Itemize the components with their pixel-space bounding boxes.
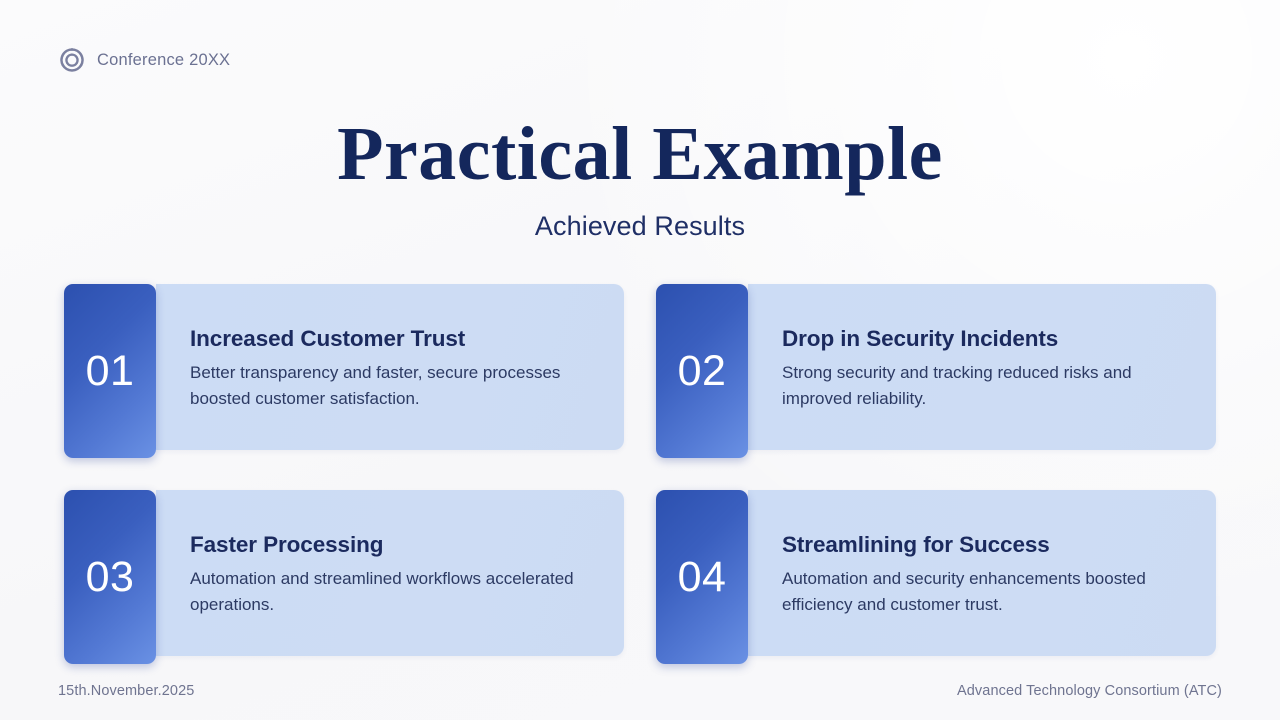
footer-organization: Advanced Technology Consortium (ATC) <box>957 683 1222 699</box>
card-text-block: Drop in Security Incidents Strong securi… <box>782 324 1194 412</box>
card-text-block: Increased Customer Trust Better transpar… <box>190 324 602 412</box>
card-text-block: Streamlining for Success Automation and … <box>782 530 1194 618</box>
card-body <box>748 284 1216 450</box>
result-card-02[interactable]: 02 Drop in Security Incidents Strong sec… <box>656 284 1216 458</box>
card-body <box>748 490 1216 656</box>
card-title: Drop in Security Incidents <box>782 326 1059 351</box>
result-card-03[interactable]: 03 Faster Processing Automation and stre… <box>64 490 624 664</box>
card-description: Automation and security enhancements boo… <box>782 569 1146 614</box>
card-title: Increased Customer Trust <box>190 326 466 351</box>
brand-header: Conference 20XX <box>57 45 230 75</box>
page-subtitle: Achieved Results <box>534 211 746 241</box>
card-number-badge: 02 <box>656 284 748 458</box>
card-title: Faster Processing <box>190 532 384 557</box>
card-text-block: Faster Processing Automation and streaml… <box>190 530 602 618</box>
result-card-04[interactable]: 04 Streamlining for Success Automation a… <box>656 490 1216 664</box>
results-card-grid: 01 Increased Customer Trust Better trans… <box>64 284 1216 664</box>
page-title: Practical Example <box>337 112 943 196</box>
card-number-badge: 01 <box>64 284 156 458</box>
card-description: Strong security and tracking reduced ris… <box>782 363 1132 408</box>
card-number-badge: 04 <box>656 490 748 664</box>
result-card-01[interactable]: 01 Increased Customer Trust Better trans… <box>64 284 624 458</box>
card-description: Automation and streamlined workflows acc… <box>190 569 574 614</box>
card-title: Streamlining for Success <box>782 532 1050 557</box>
brand-name: Conference 20XX <box>97 50 231 69</box>
card-number-badge: 03 <box>64 490 156 664</box>
card-description: Better transparency and faster, secure p… <box>190 363 561 408</box>
swirl-logo-icon <box>60 48 84 72</box>
footer-date: 15th.November.2025 <box>58 683 195 699</box>
card-body <box>156 284 624 450</box>
card-body <box>156 490 624 656</box>
